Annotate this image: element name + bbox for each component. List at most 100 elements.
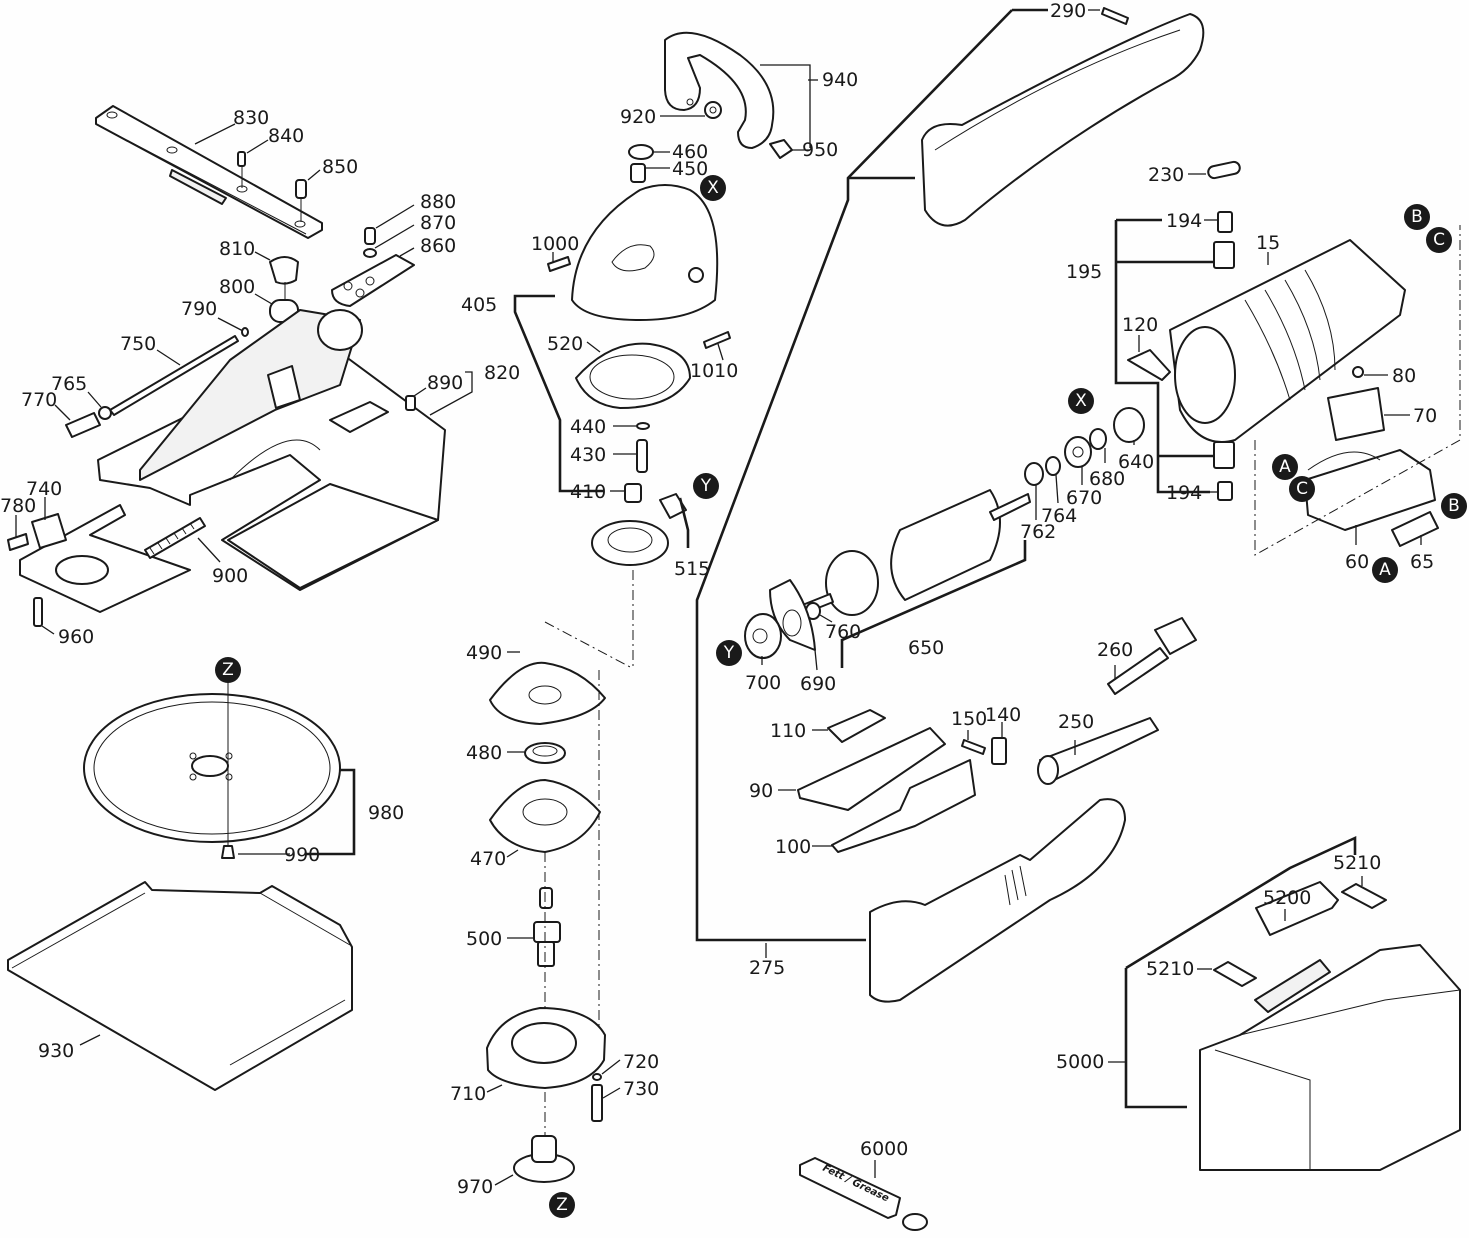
screw-150 [961,739,986,755]
marker-c-switch: C [1289,476,1315,502]
cord-260 [1107,617,1197,695]
label-762: 762 [1020,521,1056,543]
lock-washer-920 [704,101,722,119]
armature-650 [799,489,1031,616]
svg-text:A: A [1379,560,1391,580]
slide-block-740 [19,504,191,613]
svg-text:Y: Y [700,476,712,496]
label-690: 690 [800,673,836,695]
label-990: 990 [284,844,320,866]
label-765: 765 [51,373,87,395]
marker-c-top: C [1426,227,1452,253]
leader-lines [15,9,1422,1186]
guide-bar-830 [95,105,323,239]
tray-930 [7,881,353,1091]
diamond-blade-980 [83,693,341,843]
bracket-housing [695,9,1013,942]
bearing-sleeve-640 [1113,407,1145,443]
clip-120 [1127,349,1171,381]
washer-762 [1024,462,1044,486]
label-720: 720 [623,1051,659,1073]
switch-70 [1327,387,1385,441]
label-194-top: 194 [1166,210,1202,232]
part-labels: 830 840 850 880 870 860 810 800 790 750 … [0,0,1437,1198]
label-870: 870 [420,212,456,234]
label-194-bottom: 194 [1166,482,1202,504]
label-970: 970 [457,1176,493,1198]
spring-900 [144,517,206,559]
label-140: 140 [985,704,1021,726]
clamp-plate-860 [331,254,415,307]
svg-text:A: A [1279,457,1291,477]
marker-z-flange: Z [549,1192,575,1218]
knob-810 [269,256,299,300]
label-650: 650 [908,637,944,659]
label-860: 860 [420,235,456,257]
label-680: 680 [1089,468,1125,490]
capacitor-65 [1391,511,1439,547]
label-15: 15 [1256,232,1280,254]
seal-480 [524,742,566,764]
label-700: 700 [745,672,781,694]
strain-relief-140 [991,737,1007,765]
latch-5210-left [1213,961,1257,987]
screw-960 [33,597,43,627]
switch-button-110 [827,709,886,743]
label-430: 430 [570,444,606,466]
label-810: 810 [219,238,255,260]
bracket-980 [306,768,356,856]
label-5000: 5000 [1056,1051,1104,1073]
label-790: 790 [181,298,217,320]
label-890: 890 [427,372,463,394]
bevel-gear-515 [591,493,687,566]
label-70: 70 [1413,405,1437,427]
grease-tube-6000: Fett / Grease [799,1157,928,1231]
label-800: 800 [219,276,255,298]
bracket-405 [513,294,604,493]
label-260: 260 [1097,639,1133,661]
label-5200: 5200 [1263,887,1311,909]
carbon-brush-194-bottom [1217,481,1233,501]
bracket-5000 [1124,968,1187,1109]
label-520: 520 [547,333,583,355]
label-65: 65 [1410,551,1434,573]
carry-handle-5200 [1255,881,1339,936]
label-100: 100 [775,836,811,858]
svg-text:B: B [1411,207,1423,227]
label-780: 780 [0,495,36,517]
label-6000: 6000 [860,1138,908,1160]
label-470: 470 [470,848,506,870]
screw-1010 [703,331,731,349]
label-670: 670 [1066,487,1102,509]
bearing-680 [1089,428,1107,450]
label-480: 480 [466,742,502,764]
marker-x-motor: X [1068,388,1094,414]
handle-housing-275 [869,798,1126,1003]
screw-890 [405,395,416,411]
label-90: 90 [749,780,773,802]
flange-970 [513,1135,575,1183]
label-150: 150 [951,708,987,730]
label-940: 940 [822,69,858,91]
switch-slider-100 [831,759,976,853]
field-coil-15 [1169,239,1406,443]
svg-text:X: X [707,178,719,198]
screw-990 [221,845,235,859]
plate-490 [489,661,606,725]
label-250: 250 [1058,711,1094,733]
label-900: 900 [212,565,248,587]
label-950: 950 [802,139,838,161]
svg-text:Z: Z [222,660,234,680]
spacer-770 [65,412,101,438]
label-710: 710 [450,1083,486,1105]
housing-710 [486,1007,606,1089]
svg-text:X: X [1075,391,1087,411]
bracket-5000-top [1125,835,1357,970]
marker-b-capacitor: B [1441,493,1467,519]
bracket-515 [678,497,690,548]
label-830: 830 [233,107,269,129]
label-450: 450 [672,158,708,180]
label-930: 930 [38,1040,74,1062]
label-460: 460 [672,141,708,163]
carry-case-5000 [1199,944,1461,1171]
